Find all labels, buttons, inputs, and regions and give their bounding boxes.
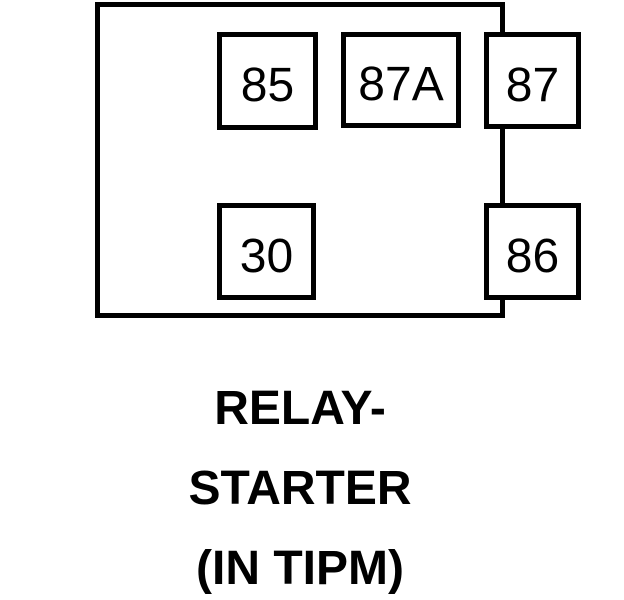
pin-label-87a: 87A bbox=[358, 58, 444, 111]
caption-line-1: RELAY- bbox=[214, 382, 386, 435]
pin-box-85: 85 bbox=[217, 32, 318, 130]
pin-label-85: 85 bbox=[240, 59, 295, 112]
pin-box-86: 86 bbox=[484, 203, 581, 300]
pin-label-86: 86 bbox=[505, 229, 560, 283]
caption-line-3: (IN TIPM) bbox=[196, 542, 404, 595]
pin-label-30: 30 bbox=[239, 229, 294, 283]
pin-box-87a: 87A bbox=[341, 32, 461, 128]
pin-label-87: 87 bbox=[505, 58, 560, 112]
relay-caption: RELAY- STARTER (IN TIPM) bbox=[95, 369, 505, 600]
pin-box-87: 87 bbox=[484, 32, 581, 129]
relay-body-outline: 85 87A 87 30 86 bbox=[95, 2, 581, 318]
pin-box-30: 30 bbox=[217, 203, 316, 300]
caption-line-2: STARTER bbox=[188, 462, 412, 515]
